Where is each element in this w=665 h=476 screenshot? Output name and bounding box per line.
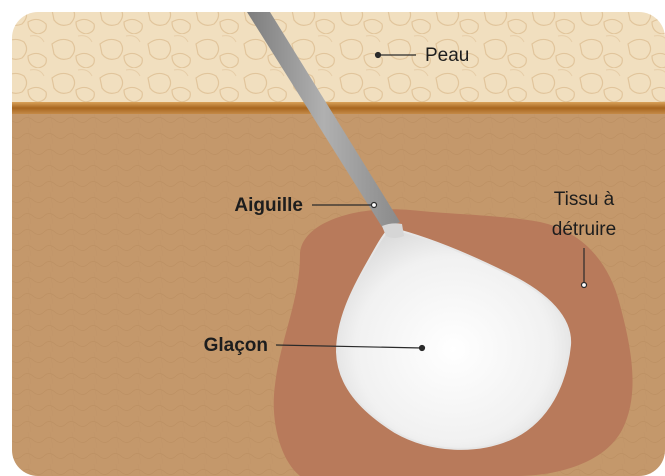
tissue-label-line1: Tissu à: [554, 189, 615, 210]
needle-label: Aiguille: [234, 195, 303, 216]
skin-dot: [376, 53, 381, 58]
skin-label: Peau: [425, 45, 469, 66]
skin-boundary: [0, 102, 665, 114]
tissue-dot: [582, 283, 587, 288]
ice-dot: [420, 346, 425, 351]
needle-dot: [372, 203, 377, 208]
skin-cell-texture: [0, 0, 665, 108]
ice-label: Glaçon: [204, 335, 268, 356]
tissue-label-line2: détruire: [552, 219, 616, 240]
